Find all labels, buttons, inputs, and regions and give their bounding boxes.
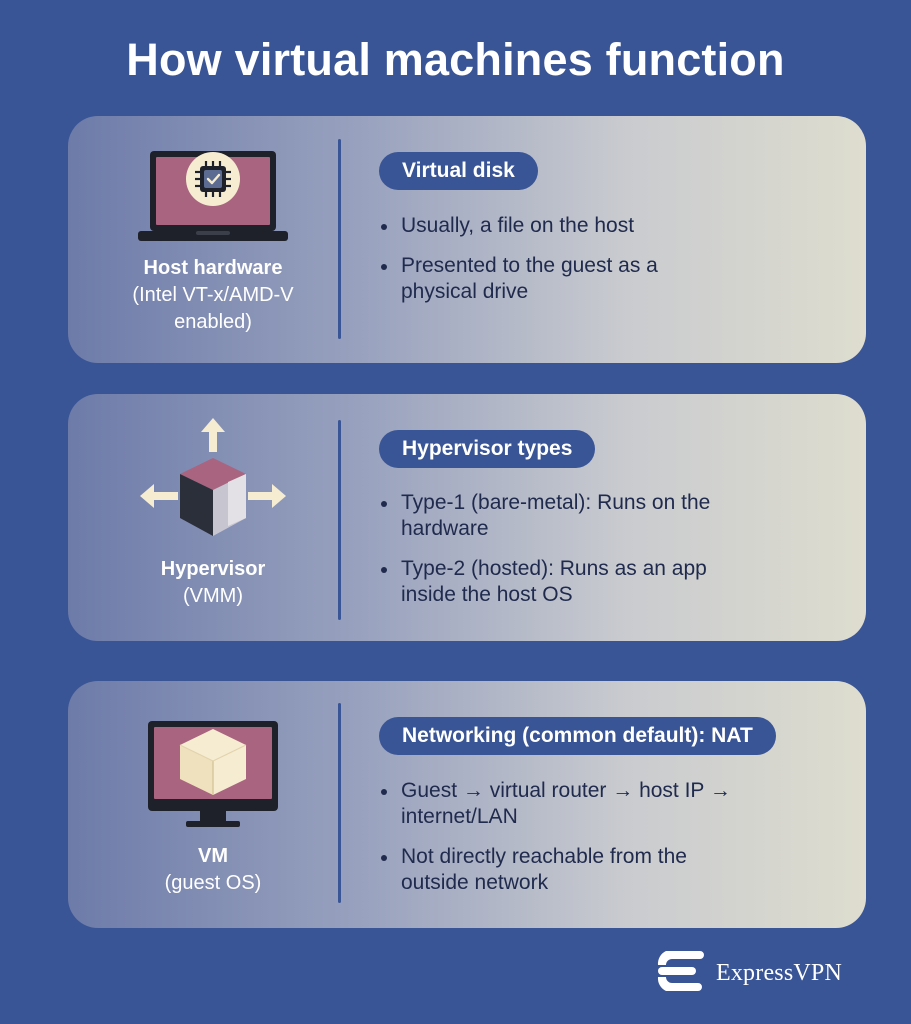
card-divider [338,703,341,903]
card-label: Host hardware [143,257,283,279]
card-divider [338,420,341,620]
card-sublabel: (guest OS) [164,872,262,894]
host-hardware-caption: Host hardware (Intel VT-x/AMD-V enabled) [68,255,358,336]
list-item: Usually, a file on the host [379,213,829,239]
monitor-box-icon [138,717,288,834]
list-item: Type-1 (bare-metal): Runs on the hardwar… [379,490,829,542]
page-title: How virtual machines function [126,34,785,85]
laptop-chip-icon [138,149,288,248]
list-item: Type-2 (hosted): Runs as an app inside t… [379,556,829,608]
brand: ExpressVPN [652,950,842,996]
list-item: Guest → virtual router → host IP → inter… [379,778,829,830]
card-sublabel: (VMM) [183,585,243,607]
bullet-list: Guest → virtual router → host IP → inter… [379,778,829,910]
card-label: Hypervisor [160,558,266,580]
list-item: Presented to the guest as a physical dri… [379,253,829,305]
card-hypervisor: Hypervisor (VMM) Hypervisor types Type-1… [68,394,866,641]
card-heading-pill: Networking (common default): NAT [379,717,776,755]
card-sublabel: (Intel VT-x/AMD-V enabled) [132,284,294,333]
bullet-list: Usually, a file on the host Presented to… [379,213,829,319]
card-vm: VM (guest OS) Networking (common default… [68,681,866,928]
card-heading-pill: Hypervisor types [379,430,596,468]
card-divider [338,139,341,339]
cube-arrows-icon [138,418,288,549]
brand-name: ExpressVPN [716,959,842,986]
bullet-list: Type-1 (bare-metal): Runs on the hardwar… [379,490,829,622]
hypervisor-caption: Hypervisor (VMM) [68,556,358,610]
card-label: VM [198,845,228,867]
card-heading-pill: Virtual disk [379,152,538,190]
list-item: Not directly reachable from the outside … [379,844,829,896]
card-host-hardware: Host hardware (Intel VT-x/AMD-V enabled)… [68,116,866,363]
expressvpn-logo-icon [652,949,704,998]
vm-caption: VM (guest OS) [68,843,358,897]
